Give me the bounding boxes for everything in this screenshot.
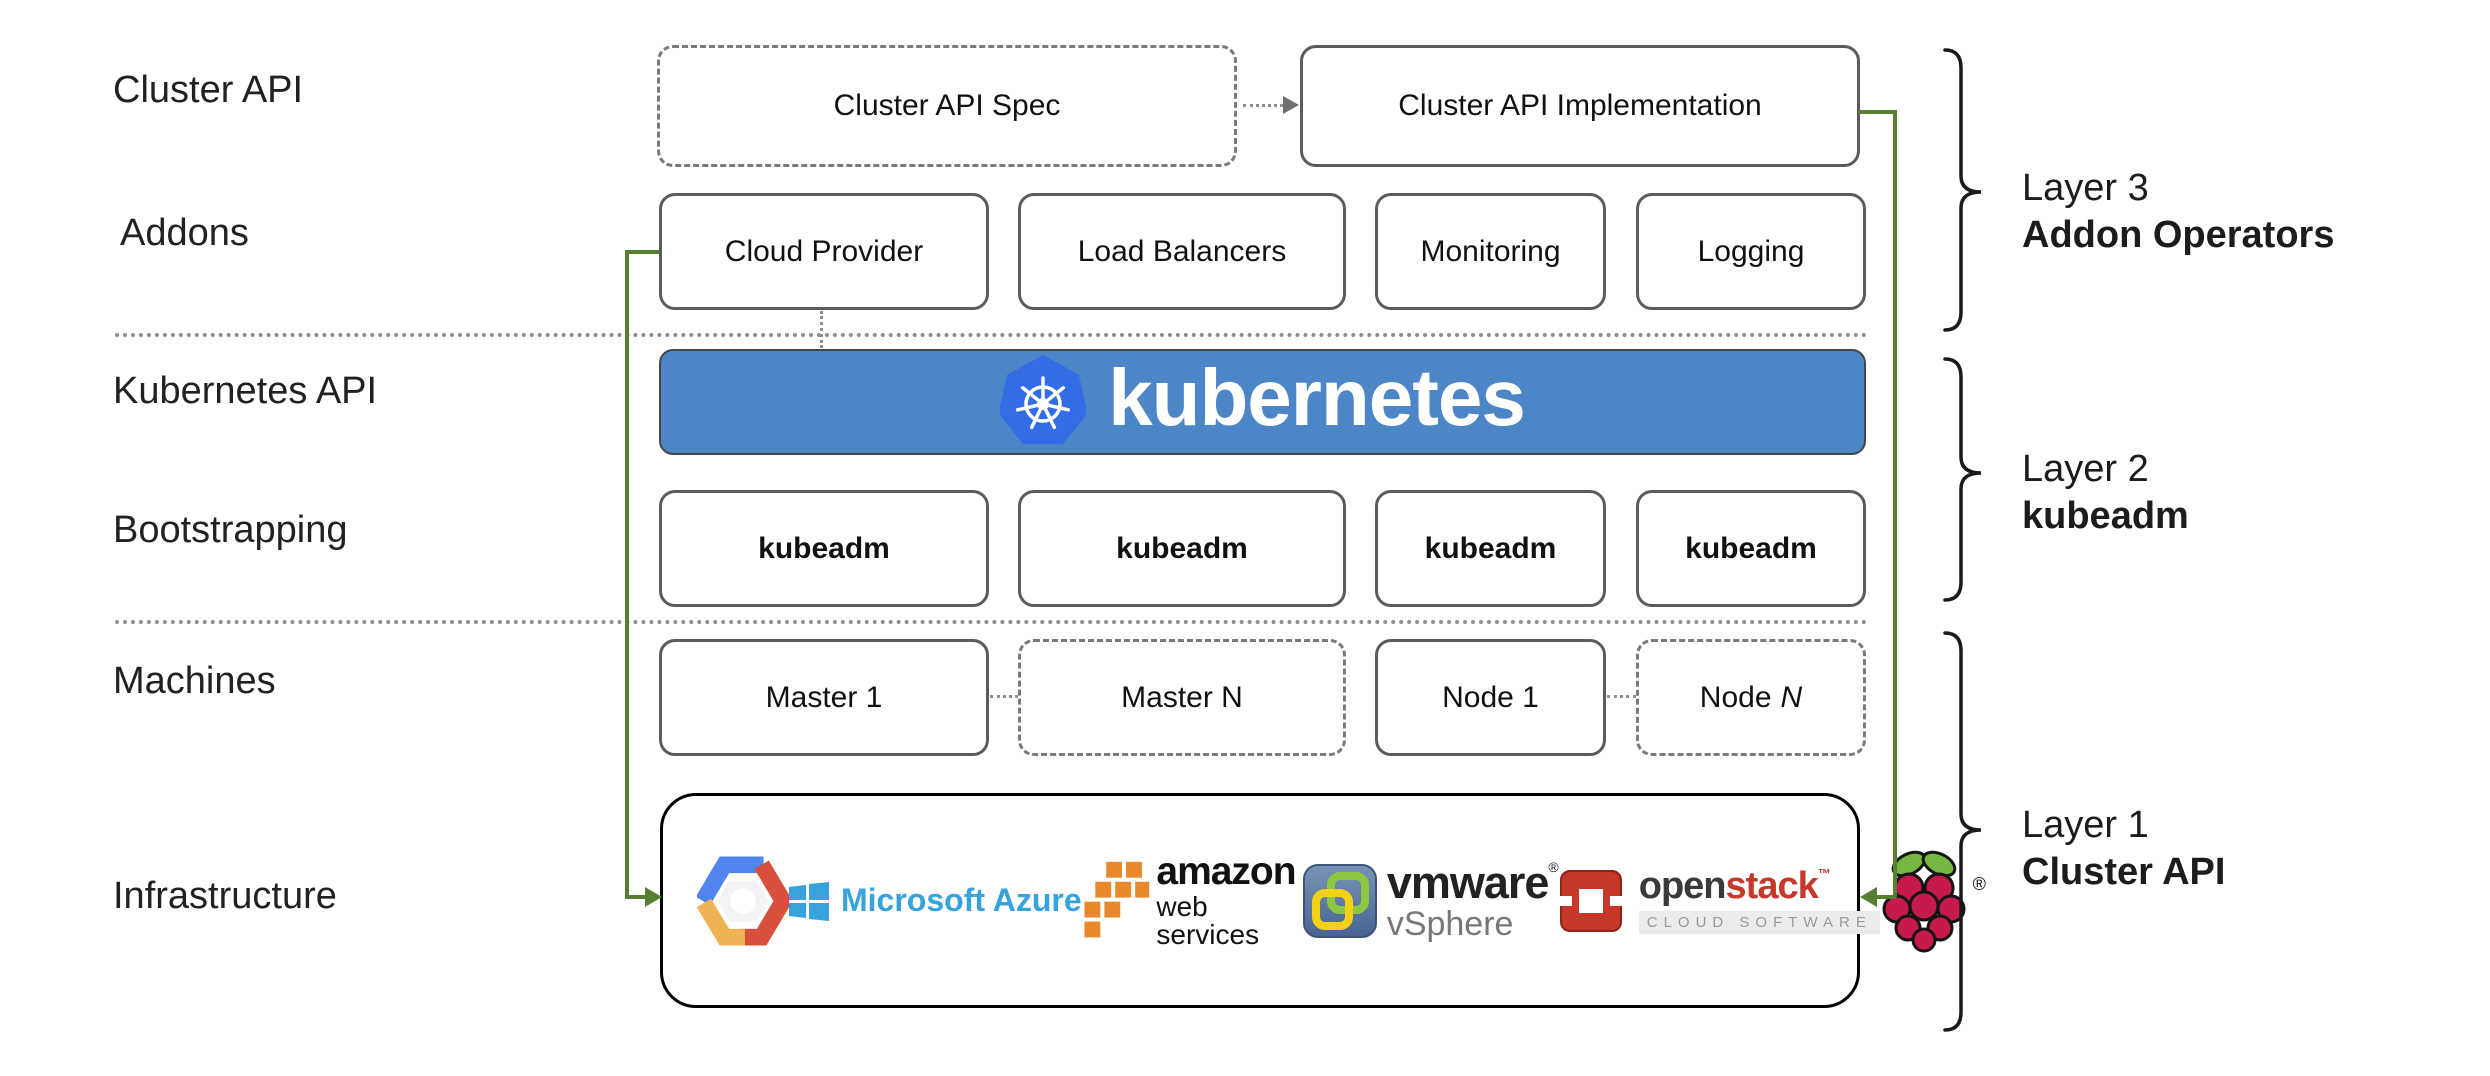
vsphere-label: vSphere <box>1386 905 1514 943</box>
node-n-label-prefix: Node <box>1699 680 1772 714</box>
cluster-api-implementation-label: Cluster API Implementation <box>1398 89 1762 122</box>
vmware-label: vmware <box>1386 857 1550 908</box>
row-label-infrastructure: Infrastructure <box>113 875 337 917</box>
kubeadm-box-2: kubeadm <box>1018 490 1346 607</box>
microsoft-azure-icon <box>789 881 829 921</box>
kubernetes-logo-icon <box>1000 355 1087 445</box>
amazon-web-services-logo: amazon web services <box>1082 852 1303 949</box>
row-label-addons: Addons <box>120 212 249 254</box>
layer1-brace <box>1943 631 1982 1032</box>
kubeadm-label-4: kubeadm <box>1685 531 1817 565</box>
row-label-kubernetes-api: Kubernetes API <box>113 370 378 412</box>
left-connector-bottom-segment <box>625 895 647 899</box>
monitoring-label: Monitoring <box>1420 234 1561 268</box>
kubeadm-box-3: kubeadm <box>1375 490 1606 607</box>
cloud-provider-label: Cloud Provider <box>724 234 924 268</box>
infrastructure-box: Microsoft Azure amazon web services <box>660 793 1986 1008</box>
row-label-machines: Machines <box>113 660 276 702</box>
master-n-label: Master N <box>1121 680 1243 714</box>
row-label-cluster-api: Cluster API <box>113 69 304 111</box>
master-n-box: Master N <box>1018 639 1346 756</box>
logging-box: Logging <box>1636 193 1866 310</box>
cluster-api-spec-box: Cluster API Spec <box>657 45 1237 167</box>
master-1-box: Master 1 <box>659 639 989 756</box>
left-connector-top-segment <box>625 250 659 254</box>
cluster-api-spec-label: Cluster API Spec <box>833 89 1061 122</box>
layer1-line2: Cluster API <box>2022 851 2226 893</box>
left-connector-arrowhead <box>645 887 662 907</box>
layer1-label: Layer 1 Cluster API <box>2022 802 2225 896</box>
separator-addons-kubernetes <box>115 333 1868 337</box>
kubeadm-box-1: kubeadm <box>659 490 989 607</box>
openstack-trademark: ™ <box>1817 866 1831 881</box>
kubeadm-box-4: kubeadm <box>1636 490 1866 607</box>
layer2-line1: Layer 2 <box>2022 448 2149 490</box>
openstack-cloud-software-label: CLOUD SOFTWARE <box>1638 911 1880 934</box>
microsoft-azure-logo: Microsoft Azure <box>789 881 1082 921</box>
google-cloud-platform-icon <box>697 855 789 946</box>
load-balancers-box: Load Balancers <box>1018 193 1346 310</box>
right-connector-top-segment <box>1858 110 1896 114</box>
microsoft-azure-label: Microsoft Azure <box>841 882 1082 918</box>
right-connector-arrowhead <box>1860 887 1877 907</box>
right-connector-vertical <box>1893 110 1897 897</box>
openstack-stack-label: stack <box>1725 865 1819 907</box>
kubernetes-wordmark: kubernetes <box>1108 353 1526 442</box>
master1-masterN-connector <box>990 695 1018 698</box>
cloud-provider-to-kubernetes-connector <box>820 311 823 348</box>
layer2-line2: kubeadm <box>2022 495 2189 537</box>
row-label-bootstrapping: Bootstrapping <box>113 509 348 551</box>
right-connector-bottom-segment <box>1876 895 1896 899</box>
node-n-label-italic: N <box>1780 680 1803 714</box>
vmware-vsphere-icon <box>1302 863 1377 938</box>
node1-nodeN-connector <box>1607 695 1636 698</box>
vmware-vsphere-logo: vmware® vSphere <box>1302 857 1559 943</box>
kubeadm-label-2: kubeadm <box>1116 531 1248 565</box>
openstack-icon <box>1558 869 1623 932</box>
spec-to-implementation-arrow-head <box>1283 96 1299 114</box>
monitoring-box: Monitoring <box>1375 193 1606 310</box>
layer3-brace <box>1943 48 1982 332</box>
layer3-line2: Addon Operators <box>2022 214 2335 256</box>
raspberry-pi-icon <box>1882 850 1966 952</box>
load-balancers-label: Load Balancers <box>1077 234 1287 268</box>
node-1-label: Node 1 <box>1442 680 1539 714</box>
logging-label: Logging <box>1697 234 1805 268</box>
amazon-label: amazon <box>1156 850 1296 893</box>
node-1-box: Node 1 <box>1375 639 1606 756</box>
google-cloud-platform-logo <box>697 855 789 947</box>
raspberry-pi-logo: ® <box>1880 848 1986 954</box>
master-1-label: Master 1 <box>765 680 883 714</box>
layer1-line1: Layer 1 <box>2022 804 2149 846</box>
raspberry-pi-registered-mark: ® <box>1972 873 1986 894</box>
kubeadm-label-3: kubeadm <box>1424 531 1557 565</box>
kubernetes-banner: kubernetes <box>659 349 1866 455</box>
aws-boxes-icon <box>1082 860 1151 939</box>
openstack-logo: openstack™ CLOUD SOFTWARE <box>1558 865 1880 937</box>
layer3-line1: Layer 3 <box>2022 167 2149 209</box>
separator-bootstrapping-machines <box>115 620 1868 624</box>
layer3-label: Layer 3 Addon Operators <box>2022 165 2334 259</box>
cluster-api-implementation-box: Cluster API Implementation <box>1300 45 1860 167</box>
web-services-label: web services <box>1156 891 1260 950</box>
left-connector-vertical <box>625 250 629 897</box>
layer2-brace <box>1943 357 1982 602</box>
layer2-label: Layer 2 kubeadm <box>2022 446 2189 540</box>
cloud-provider-box: Cloud Provider <box>659 193 989 310</box>
openstack-open-label: open <box>1638 865 1727 907</box>
spec-to-implementation-arrow-line <box>1243 104 1283 107</box>
kubeadm-label-1: kubeadm <box>758 531 890 565</box>
vmware-registered-mark: ® <box>1548 859 1559 875</box>
